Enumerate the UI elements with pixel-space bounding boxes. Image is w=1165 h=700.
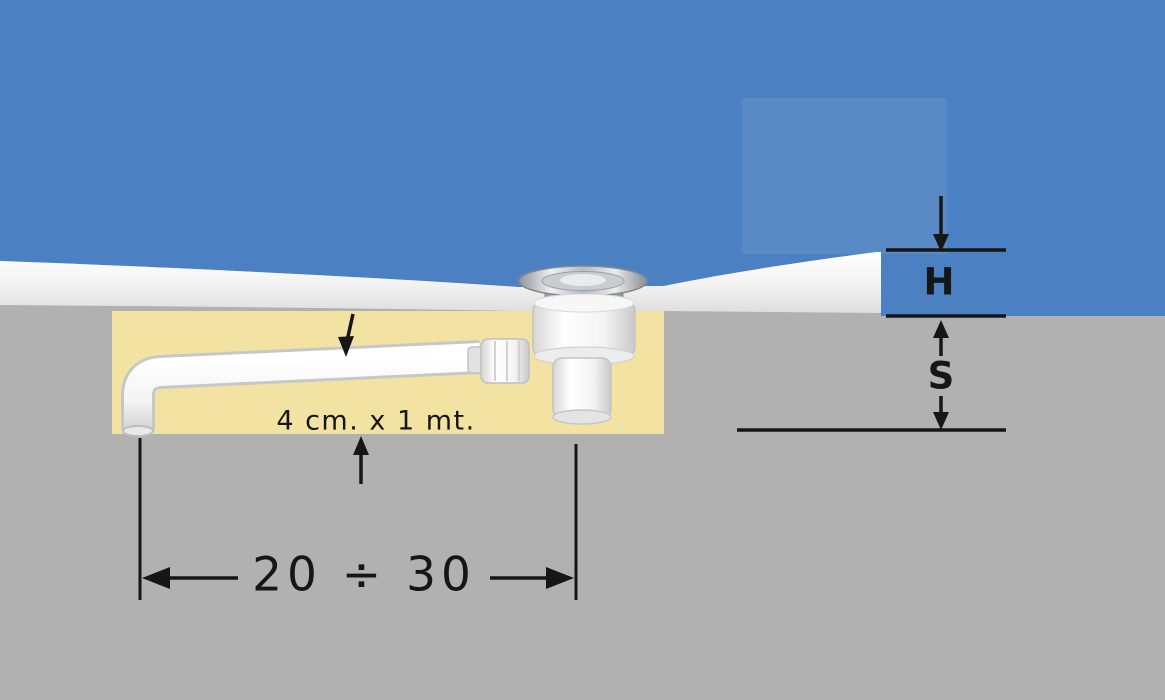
distance-label: 20 ÷ 30 xyxy=(252,547,476,603)
height-dimension xyxy=(886,196,1006,318)
pipe-nut xyxy=(467,338,530,384)
siphon-body xyxy=(518,265,648,425)
height-label: H xyxy=(923,260,955,304)
drain-pipe xyxy=(121,340,481,437)
shower-tray xyxy=(0,252,881,313)
water-area xyxy=(0,0,1165,316)
water-area-light-panel xyxy=(742,98,947,254)
slope-label: 4 cm. x 1 mt. xyxy=(276,405,476,437)
slope-arrow-down xyxy=(338,313,355,357)
pipe-opening xyxy=(122,425,154,437)
thickness-dimension xyxy=(737,320,1006,432)
distance-dimension xyxy=(138,438,578,600)
slope-arrow-up xyxy=(353,436,369,484)
thickness-label: S xyxy=(927,354,955,398)
